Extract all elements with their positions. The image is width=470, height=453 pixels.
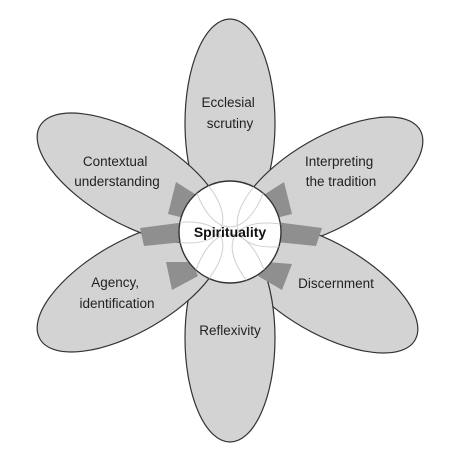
ghost-lower-left [179,221,224,283]
petal-label-bottom-line-1: Reflexivity [199,323,261,338]
petal-label-upper-left-line-1: Contextual [83,154,148,169]
center-ghost-outlines [179,181,281,283]
ghost-upper-left [179,181,224,244]
overlap-lower-right-bottom [258,262,292,290]
center-circle [178,180,282,284]
overlap-bottom-lower-left [166,262,198,290]
petal-label-top-line-1: Ecclesial [201,95,254,110]
petal-label-lower-left-line-1: Agency, [91,275,139,290]
ghost-bottom [184,233,276,283]
labels: Spirituality Ecclesial scrutiny Interpre… [74,95,377,338]
petal-label-bottom: Reflexivity [199,323,261,338]
petal-label-lower-right: Discernment [298,276,374,291]
petal-label-lower-right-line-1: Discernment [298,276,374,291]
petal-label-top-line-2: scrutiny [207,116,254,131]
petal-label-upper-right-line-2: the tradition [306,174,377,189]
petal-label-top: Ecclesial scrutiny [201,95,258,131]
petal-label-upper-right: Interpreting the tradition [305,154,377,189]
center-label: Spirituality [194,224,267,240]
overlap-lower-left-upper-left [140,222,186,246]
ghost-upper-right [236,181,281,248]
petal-label-lower-left: Agency, identification [79,275,154,311]
petal-label-upper-left-line-2: understanding [74,174,160,189]
ghost-top [184,181,276,228]
ghost-lower-right [231,222,281,283]
petal-label-lower-left-line-2: identification [79,296,154,311]
petal-label-upper-right-line-1: Interpreting [305,154,373,169]
petal-label-upper-left: Contextual understanding [74,154,160,189]
overlap-upper-right-lower-right [276,222,322,246]
